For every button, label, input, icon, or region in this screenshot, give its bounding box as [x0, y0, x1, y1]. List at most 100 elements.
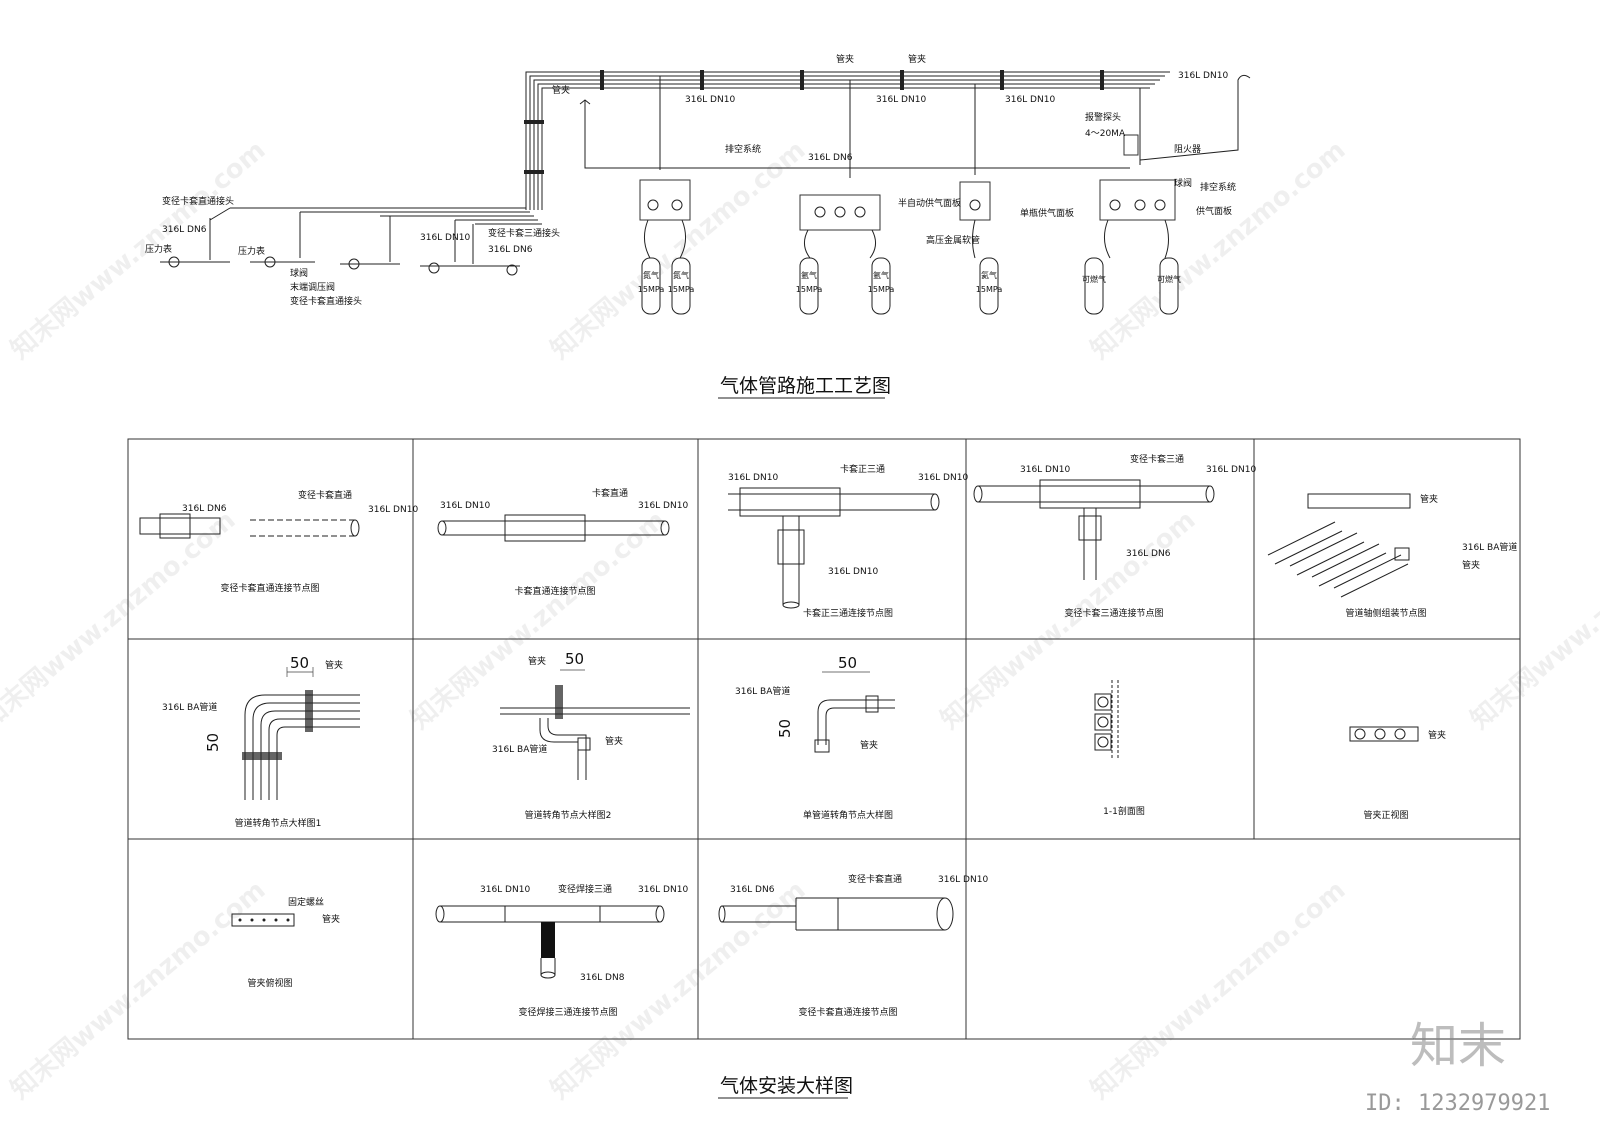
- cell-caption: 管夹正视图: [1363, 809, 1408, 821]
- cylinder: 可燃气: [1082, 257, 1106, 315]
- cell-label: 316L DN10: [1020, 465, 1070, 475]
- watermark-text: 知末网www.znzmo.com: [1465, 505, 1600, 735]
- cell-label: 316L DN10: [728, 473, 778, 483]
- cylinder-gas: 氩气: [873, 270, 889, 280]
- cell-caption: 单管道转角节点大样图: [803, 809, 893, 821]
- label-panel: 单瓶供气面板: [1020, 207, 1074, 219]
- cylinder-pressure: 15MPa: [868, 285, 895, 294]
- panel-2: [799, 194, 881, 259]
- cell-label: 固定螺丝: [288, 896, 324, 908]
- cell-caption: 管道转角节点大样图1: [235, 817, 322, 829]
- detail-cell-8: 50 316L BA管道 50 管夹 单管道转角节点大样图: [735, 654, 895, 821]
- label-vent: 排空系统: [725, 143, 761, 155]
- cell-caption: 管夹俯视图: [247, 977, 292, 989]
- watermark-text: 知末网www.znzmo.com: [545, 135, 811, 365]
- cylinder-pressure: 15MPa: [976, 285, 1003, 294]
- label-ball-valve: 球阀: [1174, 177, 1192, 189]
- cylinder-gas: 可燃气: [1082, 274, 1106, 284]
- detail-cell-11: 固定螺丝 管夹 管夹俯视图: [231, 896, 340, 989]
- top-diagram-title: 气体管路施工工艺图: [720, 375, 891, 397]
- cylinder-gas: 氦气: [981, 270, 997, 280]
- cylinder: 氮气 15MPa: [638, 257, 664, 315]
- label-reducer-tee: 变径卡套三通接头: [488, 227, 560, 239]
- panel-4: [1099, 134, 1176, 259]
- detail-frame: [127, 438, 1521, 1040]
- cell-label: 管夹: [528, 655, 546, 667]
- watermark-text: 知末网www.znzmo.com: [1085, 135, 1351, 365]
- label-spec: 316L DN6: [162, 225, 207, 235]
- watermark-text: 知末网www.znzmo.com: [1085, 875, 1351, 1105]
- cell-caption: 变径卡套直通连接节点图: [798, 1006, 897, 1018]
- cell-label: 316L DN6: [730, 885, 775, 895]
- detail-cell-6: 50 管夹 316L BA管道 50 管道转角节点大样图1: [162, 654, 360, 829]
- watermark-text: 知末网www.znzmo.com: [405, 505, 671, 735]
- label-ball-valve: 球阀: [290, 267, 308, 279]
- label-regulator: 末端调压阀: [290, 281, 335, 293]
- label-panel: 半自动供气面板: [898, 197, 961, 209]
- label-pipe-clip: 管夹: [552, 84, 570, 96]
- cell-label: 316L DN10: [480, 885, 530, 895]
- cylinder-pressure: 15MPa: [668, 285, 695, 294]
- cell-label: 316L BA管道: [492, 743, 547, 755]
- cylinder-gas: 氮气: [673, 270, 689, 280]
- detail-cell-3: 316L DN10 卡套正三通 316L DN10 316L DN10 卡套正三…: [728, 463, 968, 619]
- detail-cell-1: 316L DN6 变径卡套直通 316L DN10 变径卡套直通连接节点图: [139, 489, 418, 594]
- cell-label: 管夹: [605, 735, 623, 747]
- cell-caption: 管道转角节点大样图2: [525, 809, 612, 821]
- cylinder: 氩气 15MPa: [868, 257, 895, 315]
- cell-label: 管夹: [860, 739, 878, 751]
- cell-label: 管夹: [1428, 729, 1446, 741]
- cylinders: 氮气 15MPa 氮气 15MPa 氩气 15MPa 氩气 15MPa 氦气: [638, 257, 1181, 315]
- cell-label: 316L DN10: [938, 875, 988, 885]
- cell-dimension: 50: [838, 654, 857, 672]
- label-panel: 供气面板: [1196, 205, 1232, 217]
- label-alarm-range: 4～20MA: [1085, 129, 1126, 139]
- cell-label: 变径卡套直通: [848, 873, 902, 885]
- cell-label: 316L DN6: [182, 504, 227, 514]
- label-spec: 316L DN10: [876, 95, 926, 105]
- label-pipe-clip: 管夹: [908, 53, 926, 65]
- label-reducer: 变径卡套直通接头: [162, 195, 234, 207]
- label-vent: 排空系统: [1200, 181, 1236, 193]
- cylinder: 氮气 15MPa: [668, 257, 695, 315]
- detail-cell-2: 316L DN10 卡套直通 316L DN10 卡套直通连接节点图: [437, 487, 688, 597]
- cylinder-gas: 氩气: [801, 270, 817, 280]
- details-title: 气体安装大样图: [720, 1075, 853, 1097]
- main-trunk: [160, 70, 1251, 276]
- detail-cell-4: 316L DN10 变径卡套三通 316L DN10 316L DN6 变径卡套…: [973, 453, 1256, 619]
- label-pressure-gauge: 压力表: [238, 245, 265, 257]
- watermark-text: 知末网www.znzmo.com: [0, 505, 241, 735]
- detail-cell-7: 管夹 50 316L BA管道 管夹 管道转角节点大样图2: [492, 650, 690, 821]
- cell-label: 316L DN10: [828, 567, 878, 577]
- label-spec: 316L DN6: [488, 245, 533, 255]
- cell-label: 316L DN10: [638, 501, 688, 511]
- cell-dimension: 50: [565, 650, 584, 668]
- label-spec: 316L DN6: [808, 153, 853, 163]
- cell-label: 316L DN10: [638, 885, 688, 895]
- watermark-text: 知末网www.znzmo.com: [935, 505, 1201, 735]
- cell-label: 管夹: [1420, 493, 1438, 505]
- cell-dimension: 50: [204, 733, 222, 752]
- label-spec: 316L DN10: [685, 95, 735, 105]
- cell-label: 316L DN10: [368, 505, 418, 515]
- panel-1: [639, 179, 691, 259]
- panel-3: [959, 181, 991, 259]
- cylinder-gas: 氮气: [643, 270, 659, 280]
- detail-table: 316L DN6 变径卡套直通 316L DN10 变径卡套直通连接节点图 31…: [127, 438, 1521, 1040]
- cell-caption: 1-1剖面图: [1103, 805, 1145, 817]
- top-piping-diagram: 氮气 15MPa 氮气 15MPa 氩气 15MPa 氩气 15MPa 氦气: [145, 53, 1251, 399]
- cell-label: 316L DN8: [580, 973, 625, 983]
- cell-label: 卡套直通: [592, 487, 628, 499]
- cell-label: 变径卡套三通: [1130, 453, 1184, 465]
- detail-cell-12: 316L DN10 变径焊接三通 316L DN10 316L DN8 变径焊接…: [435, 883, 688, 1018]
- label-hose: 高压金属软管: [926, 234, 980, 246]
- cylinder-pressure: 15MPa: [796, 285, 823, 294]
- watermark-text: 知末网www.znzmo.com: [545, 875, 811, 1105]
- detail-cell-9: 1-1剖面图: [1094, 680, 1145, 817]
- cell-label: 316L DN10: [1206, 465, 1256, 475]
- label-flame-arrester: 阻火器: [1174, 144, 1201, 155]
- cylinder: 氩气 15MPa: [796, 257, 823, 315]
- cell-label: 变径焊接三通: [558, 883, 612, 895]
- label-alarm: 报警探头: [1085, 111, 1121, 123]
- cell-label: 管夹: [325, 659, 343, 671]
